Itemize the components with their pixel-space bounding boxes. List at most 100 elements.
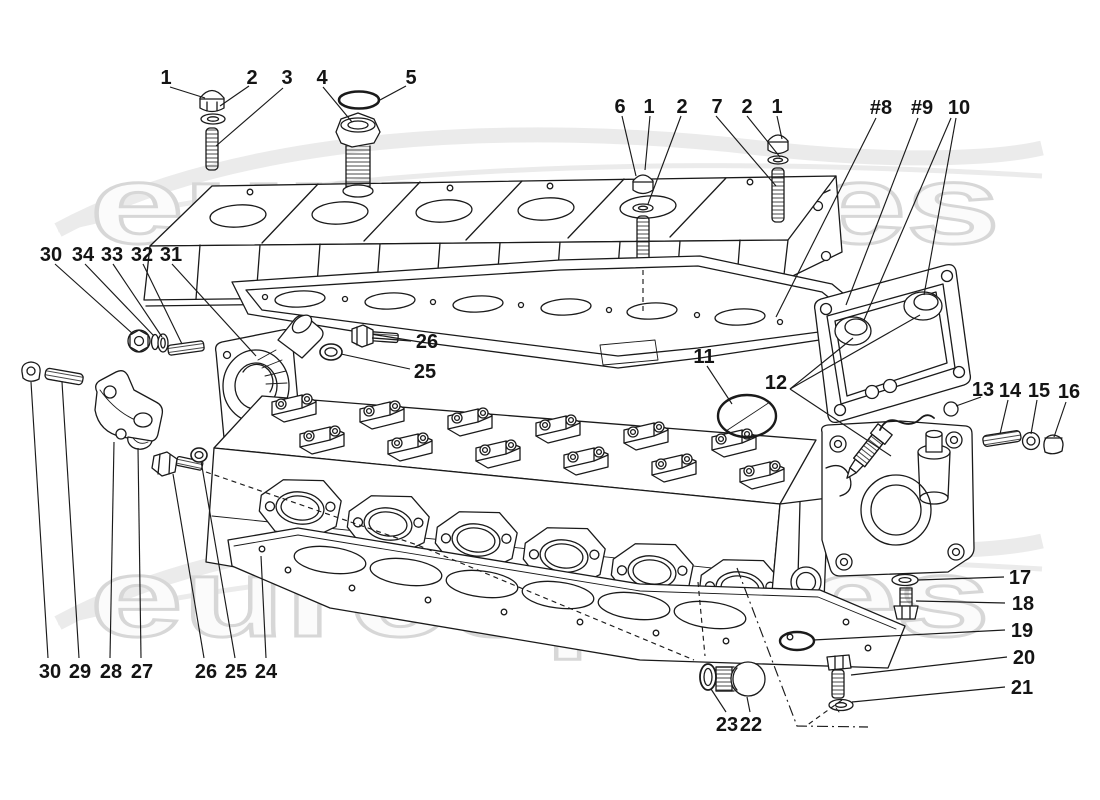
head-gasket-drawing xyxy=(227,527,906,669)
leader-line xyxy=(200,460,236,659)
leader-line xyxy=(851,686,1006,703)
leader-line xyxy=(647,115,682,205)
leader-line xyxy=(260,555,267,659)
part-number-label: 2 xyxy=(246,67,257,89)
leader-line xyxy=(917,576,1005,581)
leader-line xyxy=(746,696,751,713)
part-number-label: 21 xyxy=(1011,677,1033,699)
oring-19-drawing xyxy=(778,630,816,652)
oring-11-drawing xyxy=(716,393,778,439)
stud-stack-612-drawing xyxy=(632,174,654,269)
leader-line xyxy=(215,87,284,147)
leader-line xyxy=(340,353,411,370)
leader-line xyxy=(142,263,183,345)
bolt-20-drawing xyxy=(826,654,852,699)
leader-line xyxy=(715,115,777,187)
washer-17-drawing xyxy=(891,573,919,587)
cover-boss-1 xyxy=(834,316,872,346)
fastener-row-30-34-33-32-drawing xyxy=(127,329,205,356)
nut-30-drawing xyxy=(21,361,41,382)
part-number-label: 5 xyxy=(405,67,416,89)
part-number-label: 34 xyxy=(72,244,95,266)
bolt-26-drawing xyxy=(351,324,399,348)
leader-line xyxy=(219,85,250,107)
part-number-label: 28 xyxy=(100,661,122,683)
part-number-label: 2 xyxy=(741,96,752,118)
seal-23-drawing xyxy=(699,663,717,691)
half-moon-seal-drawing xyxy=(127,436,153,450)
leader-line xyxy=(710,688,727,713)
part-number-label: 4 xyxy=(316,67,328,89)
part-number-label: 33 xyxy=(101,244,123,266)
part-number-label: 26 xyxy=(416,331,438,353)
part-number-label: 6 xyxy=(614,96,625,118)
bolt-26-lower-drawing xyxy=(151,451,204,477)
leader-line xyxy=(61,381,80,659)
part-number-label: 17 xyxy=(1009,567,1031,589)
part-number-label: 7 xyxy=(711,96,722,118)
washer-25-lower-drawing xyxy=(190,447,208,463)
part-number-label: 27 xyxy=(131,661,153,683)
leader-line xyxy=(371,337,412,342)
leader-line xyxy=(172,473,205,659)
hidden-line xyxy=(697,581,706,657)
bolt-18-drawing xyxy=(893,587,919,620)
part-number-label: 22 xyxy=(740,714,762,736)
leader-line xyxy=(1030,399,1038,435)
part-number-label: #9 xyxy=(911,97,933,119)
leader-lines xyxy=(30,85,1067,728)
leader-line xyxy=(789,388,892,457)
stud-14-drawing xyxy=(982,430,1022,447)
hidden-line xyxy=(205,471,695,661)
part-number-label: 10 xyxy=(948,97,970,119)
part-number-label: 2 xyxy=(676,96,687,118)
leader-line xyxy=(1053,401,1067,438)
leader-line xyxy=(706,365,733,405)
part-number-label: 11 xyxy=(693,346,714,368)
watermark-swoosh xyxy=(54,127,1044,237)
part-number-label: 12 xyxy=(765,372,787,394)
leader-line xyxy=(850,656,1008,676)
part-number-label: 19 xyxy=(1011,620,1033,642)
side-cover-plate-drawing xyxy=(826,283,956,405)
leader-line xyxy=(112,263,163,338)
washer-25-drawing xyxy=(319,343,343,361)
leader-line xyxy=(923,117,957,296)
washer-15-drawing xyxy=(1021,431,1041,451)
ball-13-drawing xyxy=(943,401,959,417)
nut-16-drawing xyxy=(1043,434,1064,455)
leader-line xyxy=(137,447,142,659)
part-number-label: 14 xyxy=(999,380,1022,402)
part-number-label: 30 xyxy=(39,661,61,683)
leader-line xyxy=(169,86,206,99)
sensor-drawing xyxy=(846,414,935,479)
part-number-label: 25 xyxy=(414,361,436,383)
part-number-label: 1 xyxy=(643,96,654,118)
leader-line xyxy=(379,85,407,101)
leader-line xyxy=(84,263,155,337)
part-number-label: 15 xyxy=(1028,380,1050,402)
leader-line xyxy=(322,86,353,123)
leader-line xyxy=(999,399,1009,435)
bracket-drawing xyxy=(94,370,164,442)
washer-21-drawing xyxy=(828,698,854,713)
leader-line xyxy=(955,396,982,407)
part-number-label: 1 xyxy=(160,67,171,89)
hidden-line xyxy=(805,699,843,727)
leader-line xyxy=(789,337,854,390)
part-number-label: 18 xyxy=(1012,593,1034,615)
leader-line xyxy=(776,115,783,140)
leader-line xyxy=(746,115,781,158)
part-number-label: 30 xyxy=(40,244,62,266)
sensor-wire xyxy=(879,414,935,431)
watermark-swoosh xyxy=(57,163,1043,233)
oring-5-drawing xyxy=(337,90,381,110)
part-number-label: 20 xyxy=(1013,647,1035,669)
part-number-label: 3 xyxy=(281,67,292,89)
drawing xyxy=(21,89,1064,713)
air-housing-drawing xyxy=(820,420,975,577)
leader-line xyxy=(644,115,651,171)
hidden-line xyxy=(736,567,869,728)
